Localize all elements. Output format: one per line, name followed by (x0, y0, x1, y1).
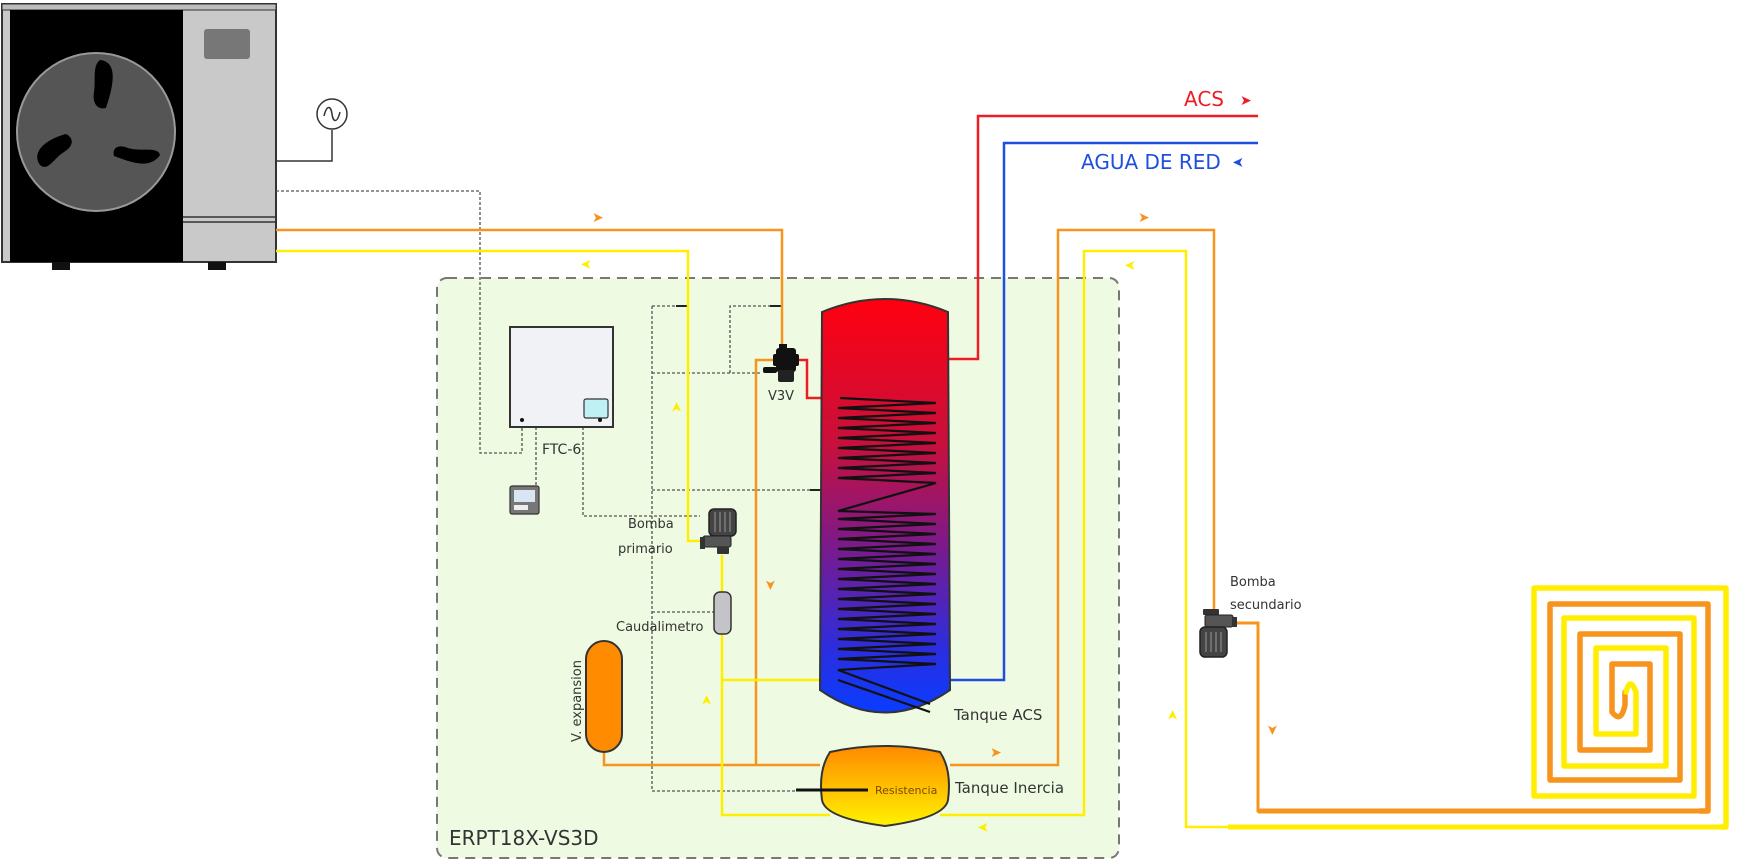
flow-arrow-icon: ➤ (580, 256, 592, 272)
buffer-tank (820, 745, 950, 828)
buffer-tank-label: Tanque Inercia (954, 779, 1064, 797)
floor-heating-loop (1531, 585, 1729, 830)
flow-arrow-icon: ➤ (592, 210, 604, 226)
flow-arrow-icon: ➤ (1165, 709, 1181, 721)
flow-arrows: ➤ ➤ ➤ ➤ ➤ ➤ ➤ ➤ ➤ ➤ ➤ (580, 210, 1280, 835)
agua-red-arrow-icon: ➤ (1232, 154, 1244, 170)
agua-red-pipe (950, 141, 1258, 682)
heater-label: Resistencia (875, 784, 937, 797)
controller-label: FTC-6 (542, 442, 581, 458)
flow-arrow-icon: ➤ (1124, 257, 1136, 273)
power-supply-icon (276, 98, 348, 162)
flow-arrow-icon: ➤ (990, 745, 1002, 761)
flowmeter (713, 591, 732, 635)
acs-arrow-icon: ➤ (1240, 93, 1252, 109)
primary-pump-label-1: Bomba (628, 517, 674, 532)
acs-label: ACS (1184, 87, 1224, 111)
flow-arrow-icon: ➤ (1138, 210, 1150, 226)
dhw-tank (818, 298, 952, 714)
flow-arrow-icon: ➤ (669, 401, 685, 413)
valve-label: V3V (768, 389, 794, 404)
expansion-label: V. expansion (570, 660, 585, 742)
secondary-pump-icon (1199, 609, 1237, 658)
equipment-box-label: ERPT18X-VS3D (449, 826, 599, 850)
flowmeter-label: Caudalimetro (616, 620, 704, 635)
flow-arrow-icon: ➤ (699, 694, 715, 706)
primary-pump-icon (700, 508, 737, 554)
flow-arrow-icon: ➤ (1264, 724, 1280, 736)
flow-arrow-icon: ➤ (977, 819, 989, 835)
three-way-valve-icon (763, 344, 799, 382)
control-wiring (276, 190, 820, 792)
remote-thermostat-icon (509, 485, 540, 515)
coil-path (837, 396, 937, 714)
primary-flow-pipe (276, 228, 784, 345)
heat-pump-unit (1, 3, 277, 270)
dhw-tank-label: Tanque ACS (953, 706, 1042, 724)
expansion-vessel (585, 640, 623, 753)
agua-red-label: AGUA DE RED (1081, 150, 1221, 174)
heating-coil (837, 396, 937, 714)
secondary-pump-label-1: Bomba (1230, 575, 1276, 590)
ftc-controller (509, 326, 614, 428)
primary-pump-label-2: primario (618, 542, 673, 557)
secondary-pump-label-2: secundario (1230, 598, 1302, 613)
primary-return-pipe (276, 249, 700, 543)
flow-arrow-icon: ➤ (762, 579, 778, 591)
fan-icon (16, 52, 176, 212)
